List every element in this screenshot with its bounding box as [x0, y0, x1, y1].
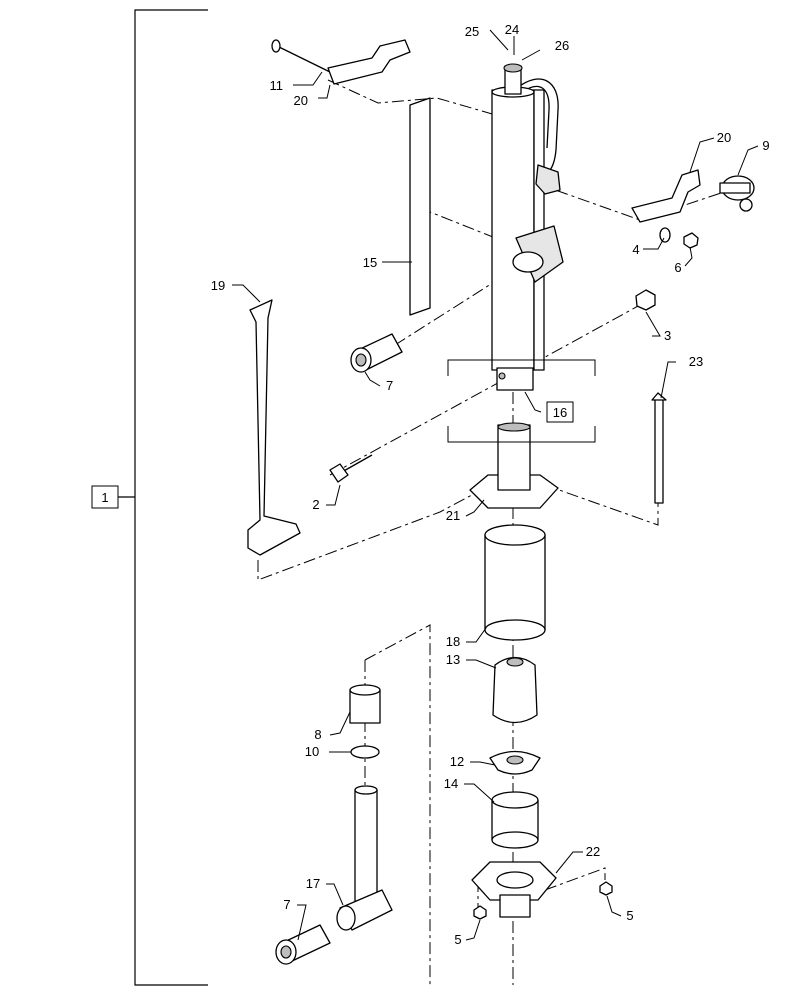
sleeve-14: [491, 791, 539, 849]
bracket-20-upper: [327, 39, 411, 85]
bolt-23: [651, 392, 667, 504]
callout-20-right: 20: [717, 130, 731, 145]
callout-2: 2: [312, 497, 319, 512]
rubber-spring-13: [492, 656, 538, 724]
callout-labels: 11 20 25 24 26 20 9 4 6 3 15 19 7 23 2 2…: [211, 22, 770, 947]
callout-12: 12: [450, 754, 464, 769]
callout-1: 1: [101, 490, 108, 505]
nut-6: [683, 232, 699, 249]
cup-washer-12: [489, 750, 541, 775]
upright-post: [491, 63, 564, 391]
callout-21: 21: [446, 508, 460, 523]
bolt-2: [329, 454, 373, 483]
mount-plate-21: [469, 422, 559, 509]
callout-26: 26: [555, 38, 569, 53]
callout-20-upper: 20: [294, 93, 308, 108]
callout-15: 15: [363, 255, 377, 270]
nut-5-left: [473, 905, 487, 920]
callout-18: 18: [446, 634, 460, 649]
callout-6: 6: [674, 260, 681, 275]
bushing-7-lower: [275, 924, 331, 965]
nut-5-right: [599, 881, 613, 896]
strip: [409, 97, 431, 316]
callout-4: 4: [632, 242, 639, 257]
pin-clip: [719, 175, 755, 212]
bushing-7-upper: [350, 333, 403, 373]
nut-3: [635, 289, 656, 311]
leader-lines: [232, 29, 759, 941]
bolt-11: [271, 39, 331, 73]
callout-3: 3: [664, 328, 671, 343]
callout-16: 16: [553, 405, 567, 420]
callout-5-left: 5: [454, 932, 461, 947]
callout-5-right: 5: [626, 908, 633, 923]
callout-7-upper: 7: [386, 378, 393, 393]
callout-17: 17: [306, 876, 320, 891]
callout-7-lower: 7: [283, 897, 290, 912]
bracket-20-right: [631, 169, 701, 223]
callout-10: 10: [305, 744, 319, 759]
callout-19: 19: [211, 278, 225, 293]
callout-13: 13: [446, 652, 460, 667]
assembly-bracket: [118, 9, 208, 986]
callout-22: 22: [586, 844, 600, 859]
callout-25: 25: [465, 24, 479, 39]
washer-4: [659, 227, 671, 243]
support-bracket-19: [247, 299, 301, 556]
sleeve-18: [484, 524, 546, 641]
bushing-8: [349, 684, 381, 724]
callout-24: 24: [505, 22, 519, 37]
flange-housing-22: [471, 861, 557, 918]
callout-box-16: 16: [447, 359, 596, 443]
callout-box-1: 1: [91, 485, 119, 509]
callout-9: 9: [762, 138, 769, 153]
callout-11: 11: [270, 78, 284, 93]
callout-14: 14: [444, 776, 458, 791]
callout-8: 8: [314, 727, 321, 742]
callout-23: 23: [689, 354, 703, 369]
arm-17: [336, 785, 393, 931]
ring-10: [350, 745, 380, 759]
